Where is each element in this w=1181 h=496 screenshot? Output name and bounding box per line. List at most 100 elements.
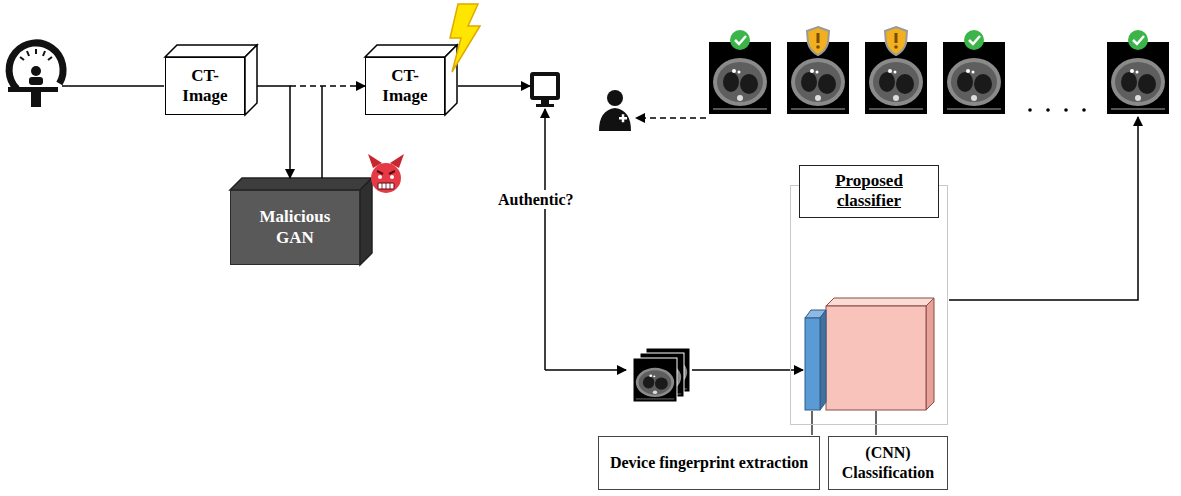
connector-line [290,85,365,87]
ct-scanner-icon [35,49,37,54]
gan-box: Malicious GAN [230,190,360,265]
warning-shield [807,27,829,55]
ct-image-stack [633,358,677,402]
result-arrow [949,117,1138,300]
devil-emoji [389,171,395,174]
ct-scanner-icon [43,51,45,56]
devil-emoji [368,154,404,193]
fingerprint-block [805,310,826,410]
ellipsis-dots [1064,108,1068,112]
connector-line [257,86,290,178]
box-side-face [445,45,457,115]
authentic-badge [964,30,984,50]
warning-shield [885,27,907,55]
monitor-icon [532,74,558,107]
ct-slice-row [1107,42,1169,114]
ct-scanner-icon [31,66,41,76]
connector [290,86,365,178]
box-label: Malicious GAN [241,207,349,248]
box-label: CT-Image [374,66,436,107]
box-label: CT-Image [174,66,236,107]
authentic-badge [1128,30,1148,50]
box-label: (CNN) Classification [837,443,939,483]
connectors [257,86,365,178]
warning-shield [807,27,829,55]
to-stack-arrow [545,369,626,371]
devil-emoji [382,183,383,189]
devil-emoji [386,183,387,189]
classifier-region: Proposed classifier [790,185,948,425]
box-3d-faces [165,45,457,265]
box-top-face [165,45,257,57]
ct-scanner-icon [8,43,63,107]
ct-scanner-icon [31,92,41,107]
doctor-icon [599,108,631,131]
devil-emoji [371,163,401,193]
doctor-icon [607,90,623,106]
lightning-symbol [450,4,480,72]
warning-shield [894,45,898,49]
authentic-badge [969,36,980,44]
leader-line [875,411,876,435]
annotation-label: Authentic? [495,190,577,209]
scanner-link [62,85,164,87]
doctor-icon [599,90,631,131]
devil-emoji [390,183,391,189]
fingerprint-block [805,318,820,410]
ct-slice-row [709,42,1169,114]
authentic-badge [964,30,984,50]
warning-shield [895,33,898,43]
ellipsis-dots [1046,108,1050,112]
ct-image-stack [633,348,690,402]
box-side-face [360,178,372,265]
connector [257,86,290,178]
monitor-icon [532,74,558,98]
cnn-block [926,298,934,410]
authentic-badge [735,36,746,44]
lightning-symbol [450,4,480,72]
leader-line [811,411,812,435]
warning-shield [816,45,820,49]
box-side-face [245,45,257,115]
ct-image-stack [633,358,677,402]
authentic-badge [1133,36,1144,44]
cnn-block [826,306,926,410]
box-top-face [365,45,457,57]
devil-emoji [377,171,383,174]
to-monitor-arrow [458,85,530,87]
warning-shield [817,33,820,43]
authentic-badge [730,30,750,50]
ct-scanner-icon [8,87,58,92]
ct-scanner-icon [29,77,43,85]
ct-slice-row [709,42,771,114]
devil-emoji [378,175,382,179]
image-box: CT-Image [165,57,245,115]
authentic-badge [1128,30,1148,50]
warning-shield [885,27,907,55]
region-heading: Proposed classifier [799,165,939,218]
doctor-icon [622,114,625,122]
image-box: CT-Image [365,57,445,115]
box-top-face [230,178,372,190]
description-box: Device fingerprint extraction [598,436,820,490]
ellipsis-dots [1082,108,1086,112]
monitor-icon [541,98,549,104]
ct-scanner-icon [48,57,52,60]
ct-scanner-icon [20,57,24,60]
ct-slice-row [943,42,1005,114]
to-classifier-arrow [692,369,803,371]
ct-scanner-icon [27,51,29,56]
cnn-block [826,298,934,306]
authentic-check-arrow [544,109,546,370]
monitor-icon [536,104,554,107]
box-label: Device fingerprint extraction [610,453,808,473]
devil-emoji [390,175,394,179]
ellipsis-dots [1028,108,1086,112]
connector-line [321,86,323,178]
fingerprint-block [820,310,826,410]
cnn-block [826,298,934,410]
to-doctor-dashed-arrow [636,117,706,119]
description-box: (CNN) Classification [828,436,948,490]
devil-emoji [378,183,394,189]
ellipsis-dots [1028,108,1032,112]
